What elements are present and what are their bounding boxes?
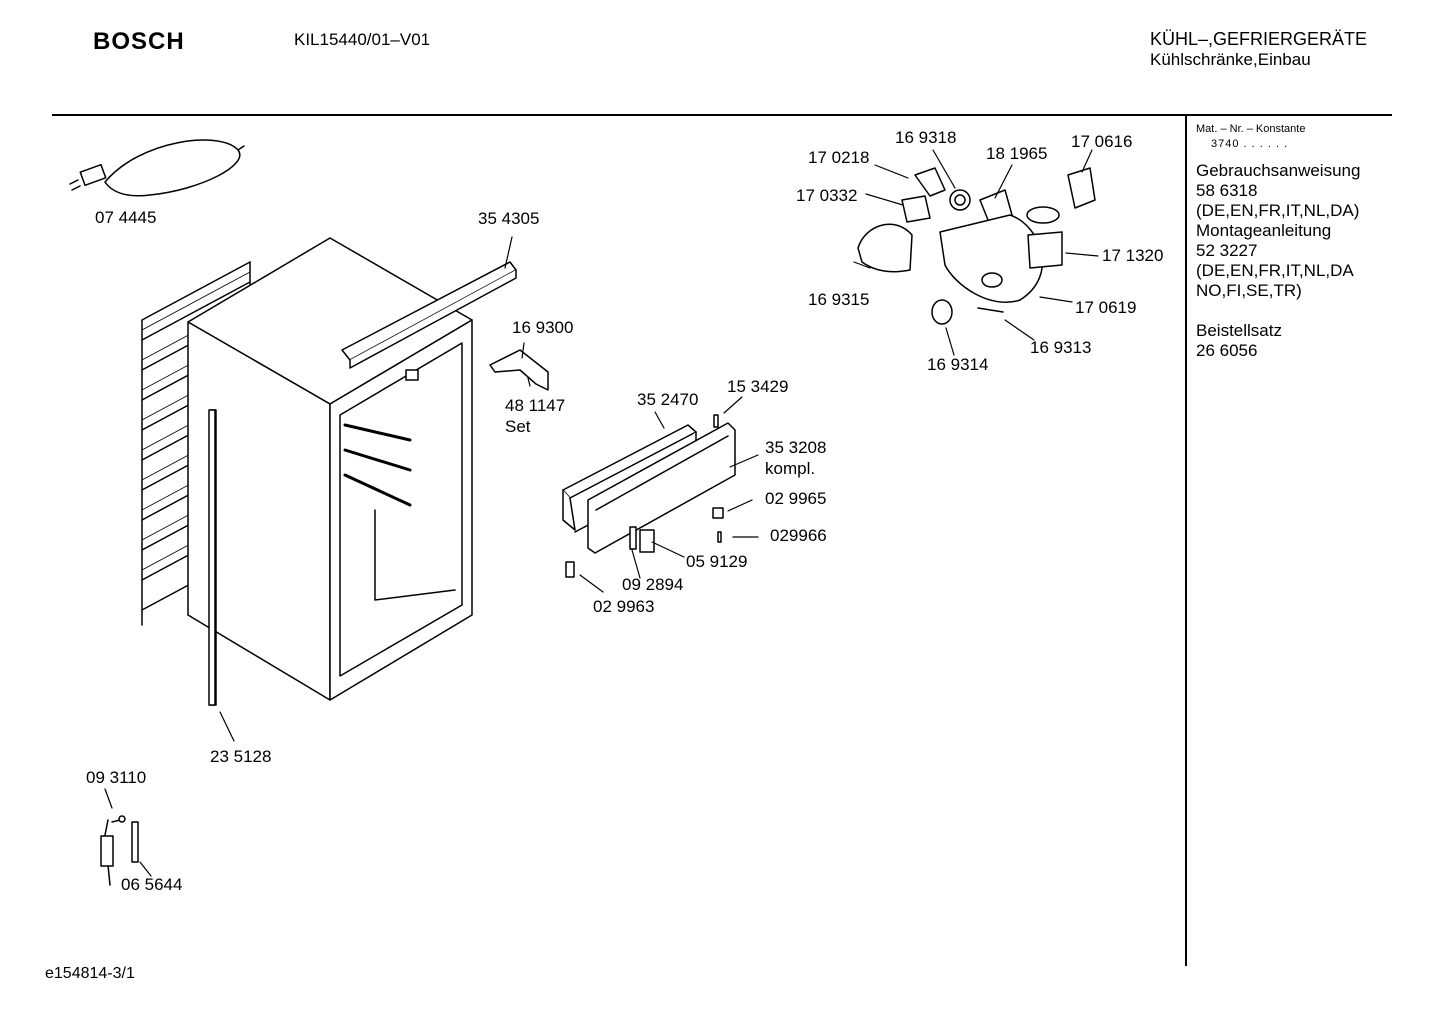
mat-number-value: 3740 . . . . . . (1211, 138, 1289, 150)
part-label-029965: 02 9965 (765, 489, 826, 508)
part-label-169318: 16 9318 (895, 128, 956, 147)
part-label-074445: 07 4445 (95, 208, 156, 227)
part-label-029963: 02 9963 (593, 597, 654, 616)
gasket-drawing (208, 409, 216, 706)
part-label-169315: 16 9315 (808, 290, 869, 309)
part-label-481147-set: Set (505, 417, 531, 436)
category-title: KÜHL–,GEFRIERGERÄTE (1150, 29, 1368, 49)
top-rail-drawing (341, 261, 517, 369)
doc-install-manual: Montageanleitung (1196, 221, 1332, 240)
doc-install-manual-number: 52 3227 (1196, 241, 1258, 260)
hinge-drawing (489, 349, 549, 391)
doc-accessory-kit-number: 26 6056 (1196, 341, 1258, 360)
doc-install-manual-languages: (DE,EN,FR,IT,NL,DA (1196, 261, 1354, 280)
part-label-170619: 17 0619 (1075, 298, 1136, 317)
leader-lines (104, 149, 1099, 877)
part-label-093110: 09 3110 (86, 768, 146, 787)
doc-user-manual-number: 58 6318 (1196, 181, 1258, 200)
part-label-059129: 05 9129 (686, 552, 747, 571)
mat-number-label: Mat. – Nr. – Konstante (1196, 123, 1306, 135)
sensor-drawing (100, 815, 139, 886)
part-label-353208-kompl: kompl. (765, 459, 815, 478)
part-label-171320: 17 1320 (1102, 246, 1163, 265)
part-label-170218: 17 0218 (808, 148, 869, 167)
document-code: e154814-3/1 (45, 965, 135, 982)
power-cord-drawing (69, 139, 245, 197)
part-label-481147: 48 1147 (505, 396, 565, 415)
part-label-029966: 029966 (770, 526, 827, 545)
freezer-door-drawing (562, 414, 736, 578)
part-label-169314: 16 9314 (927, 355, 988, 374)
doc-user-manual: Gebrauchsanweisung (1196, 161, 1361, 180)
brand-logo: BOSCH (93, 28, 185, 55)
category-subtitle: Kühlschränke,Einbau (1150, 50, 1311, 69)
part-label-065644: 06 5644 (121, 875, 182, 894)
part-label-235128: 23 5128 (210, 747, 271, 766)
thermostat-assembly-drawing (857, 167, 1096, 325)
fridge-cabinet-drawing (187, 237, 473, 706)
model-number: KIL15440/01–V01 (294, 30, 431, 49)
header-divider (52, 114, 1392, 116)
part-label-353208: 35 3208 (765, 438, 826, 457)
doc-accessory-kit: Beistellsatz (1196, 321, 1282, 340)
part-label-354305: 35 4305 (478, 209, 539, 228)
sidebar-divider (1185, 116, 1187, 966)
part-label-352470: 35 2470 (637, 390, 698, 409)
doc-user-manual-languages: (DE,EN,FR,IT,NL,DA) (1196, 201, 1360, 220)
part-label-169313: 16 9313 (1030, 338, 1091, 357)
part-label-153429: 15 3429 (727, 377, 788, 396)
doc-install-manual-languages-2: NO,FI,SE,TR) (1196, 281, 1302, 300)
part-label-181965: 18 1965 (986, 144, 1047, 163)
part-label-092894: 09 2894 (622, 575, 683, 594)
part-label-170332: 17 0332 (796, 186, 857, 205)
part-label-169300: 16 9300 (512, 318, 573, 337)
part-label-170616: 17 0616 (1071, 132, 1132, 151)
